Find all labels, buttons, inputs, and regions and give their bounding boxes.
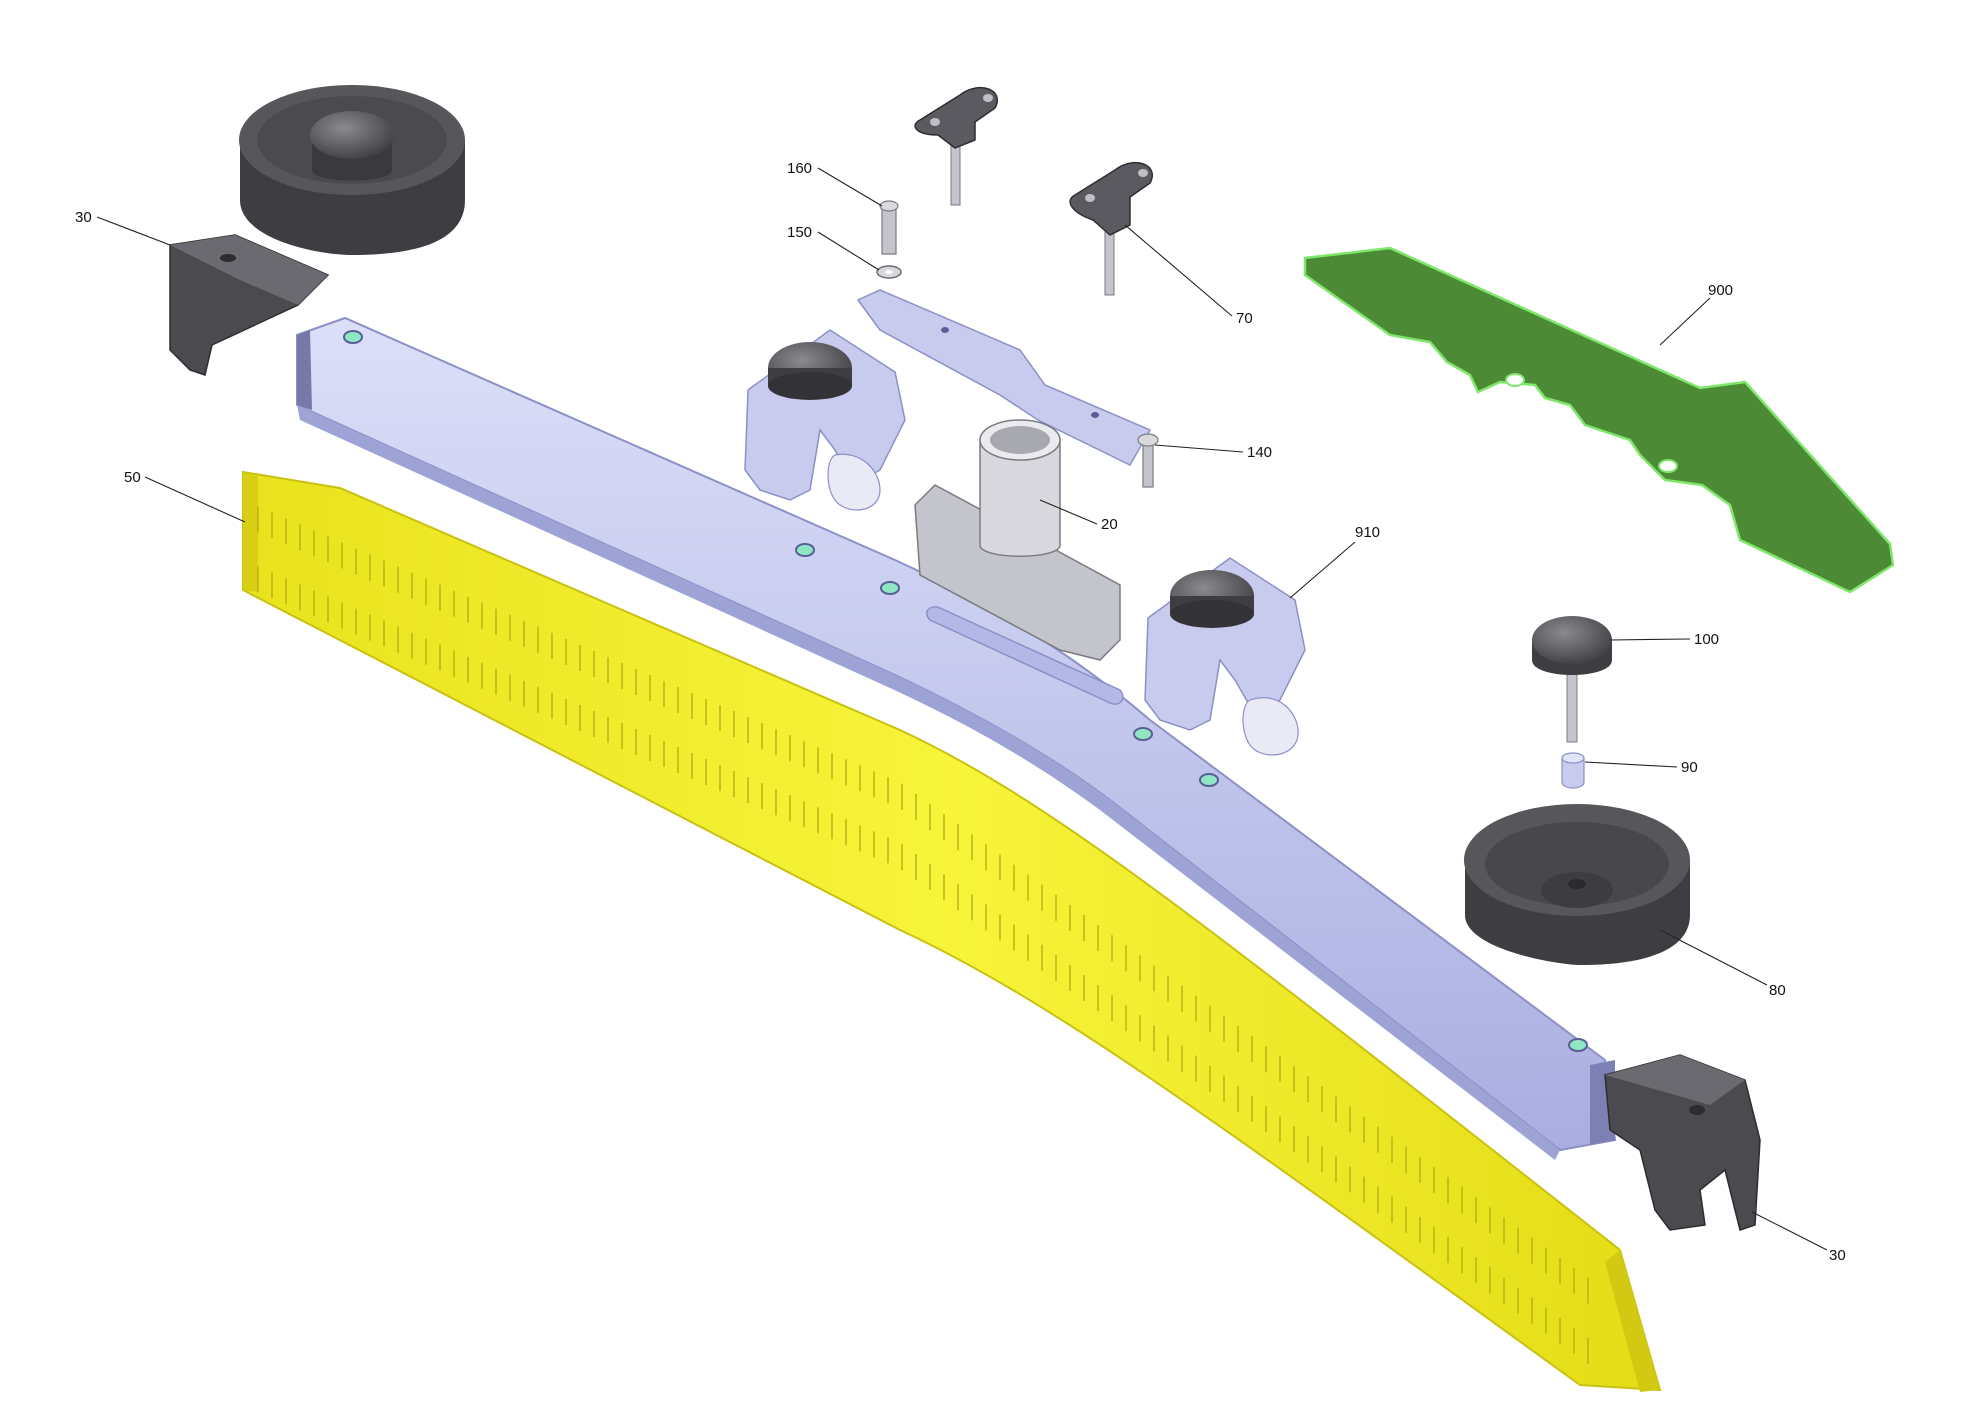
leader-30-left [96,216,171,246]
callout-140: 140 [1247,444,1272,461]
cover-plate-part-900 [1303,246,1895,594]
screw-part-160 [879,200,899,255]
suction-housing-part-20 [914,419,1121,661]
leader-900 [1659,297,1711,346]
wheel-top-left [239,85,465,255]
callout-70: 70 [1236,310,1253,327]
stud-part-140 [1137,433,1159,488]
leader-90 [1584,761,1678,768]
leader-160 [817,167,883,207]
leader-30-right [1751,1211,1828,1251]
blade-rubber-part-50 [242,470,1662,1392]
callout-30-left: 30 [75,209,92,226]
leader-910 [1289,541,1356,599]
callout-labels: 30 50 160 150 70 140 20 910 900 100 90 8… [75,160,1846,1264]
knob-part-100 [1532,616,1612,743]
callout-20: 20 [1101,516,1118,533]
leader-70 [1124,224,1233,317]
wing-screw-left [914,86,998,206]
beam-holes [343,330,1588,1052]
leader-100 [1609,638,1691,641]
leader-20 [1039,499,1098,525]
callout-50: 50 [124,469,141,486]
callout-160: 160 [787,160,812,177]
callout-90: 90 [1681,759,1698,776]
squeegee-beam-frame [296,316,1617,1160]
wing-screw-part-70 [1069,161,1153,296]
callout-150: 150 [787,224,812,241]
callout-900: 900 [1708,282,1733,299]
callout-100: 100 [1694,631,1719,648]
caster-bracket-left [744,329,906,511]
leader-150 [817,231,880,271]
callout-30-right: 30 [1829,1247,1846,1264]
blade-slots [257,506,1589,1364]
callout-80: 80 [1769,982,1786,999]
end-cap-left-part-30 [169,234,330,376]
leader-80 [1659,929,1768,986]
bracket-plate [856,289,1152,466]
washer-part-150 [876,265,902,279]
callout-910: 910 [1355,524,1380,541]
caster-bracket-part-910 [1144,557,1306,756]
end-cap-right-part-30 [1604,1054,1761,1231]
leader-50 [144,476,246,523]
wheel-part-80 [1464,804,1690,965]
spacer-part-90 [1561,752,1585,789]
leader-140 [1154,444,1244,453]
